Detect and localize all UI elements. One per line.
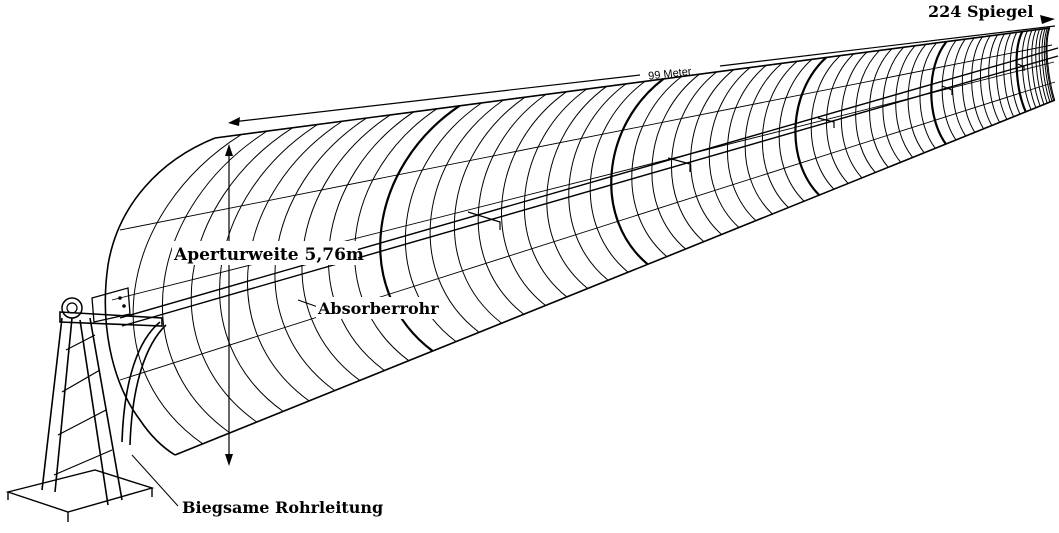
mirror-panel-line bbox=[1046, 27, 1056, 101]
mirror-panel-line bbox=[1038, 28, 1048, 104]
mirror-panel-line bbox=[568, 83, 627, 281]
absorber-tube bbox=[119, 47, 1059, 327]
mirror-panel-line bbox=[610, 78, 665, 266]
absorber-label: Absorberrohr bbox=[317, 299, 439, 318]
mirror-panel-line bbox=[869, 48, 893, 168]
trough-collector bbox=[104, 27, 1056, 456]
length-label: 99 Meter bbox=[648, 66, 693, 83]
length-dimension bbox=[228, 25, 1056, 126]
mirror-facet-line bbox=[119, 44, 1053, 231]
mirror-panel-line bbox=[1026, 30, 1037, 108]
trough-top-rim bbox=[214, 27, 1051, 139]
mirrors-label: 224 Spiegel bbox=[928, 2, 1033, 21]
mirror-panel-line bbox=[219, 124, 318, 412]
trough-front-edge bbox=[104, 137, 216, 456]
mirror-panel-line bbox=[778, 58, 813, 202]
mirror-panel-line bbox=[161, 130, 268, 434]
mirror-panel-line bbox=[690, 69, 734, 235]
aperture-label-bg bbox=[172, 241, 358, 265]
mirrors-arrow bbox=[1040, 15, 1055, 24]
mirror-panel-line bbox=[589, 80, 646, 273]
mirror-panel-line bbox=[1045, 28, 1055, 101]
support-stand bbox=[5, 287, 167, 522]
mirror-panel-line bbox=[524, 88, 588, 298]
mirror-panel-line bbox=[651, 73, 700, 250]
mirror-facet-line bbox=[119, 81, 1056, 381]
mirror-panel-line bbox=[501, 91, 567, 306]
mirror-panel-line bbox=[1043, 28, 1053, 102]
mirror-panel-line bbox=[971, 36, 985, 130]
mirror-panel-line bbox=[671, 71, 718, 243]
mirror-panel-line bbox=[477, 93, 547, 315]
mirror-panel-line bbox=[631, 76, 682, 257]
mirror-panel-line bbox=[453, 96, 526, 324]
mirror-panel-line bbox=[810, 55, 841, 190]
mirror-panel-line bbox=[546, 86, 607, 289]
aperture-label: Aperturweite 5,76m bbox=[173, 245, 364, 265]
mirror-panel-line bbox=[794, 56, 828, 196]
absorber-label-bg bbox=[316, 297, 444, 319]
hose-label: Biegsame Rohrleitung bbox=[182, 498, 383, 517]
mirror-panel-line bbox=[429, 99, 504, 333]
mirror-panel-line bbox=[882, 46, 904, 163]
mirror-panel-line bbox=[826, 53, 855, 184]
mirror-panel-line bbox=[379, 104, 461, 352]
mirror-panel-line bbox=[708, 67, 751, 228]
hose-leader bbox=[131, 454, 179, 507]
trough-bottom-rim bbox=[174, 99, 1056, 456]
mirror-panel-line bbox=[132, 134, 242, 445]
mirror-panel-line bbox=[961, 37, 976, 133]
mirror-panel-line bbox=[988, 34, 1001, 123]
mirror-panels bbox=[132, 27, 1056, 445]
mirror-panel-line bbox=[1035, 29, 1045, 105]
mirror-panel-line bbox=[762, 60, 798, 208]
mirror-panel-line bbox=[855, 50, 880, 173]
mirror-panel-line bbox=[190, 127, 293, 423]
mirror-panel-line bbox=[354, 108, 438, 362]
mirror-panel-line bbox=[1041, 28, 1051, 103]
mirror-panel-line bbox=[840, 51, 868, 179]
mirror-panel-line bbox=[1015, 31, 1027, 113]
mirror-facet-lines bbox=[111, 44, 1056, 381]
absorber-leader bbox=[297, 299, 319, 308]
aperture-dimension bbox=[225, 144, 233, 466]
mirror-panel-line bbox=[980, 35, 993, 126]
